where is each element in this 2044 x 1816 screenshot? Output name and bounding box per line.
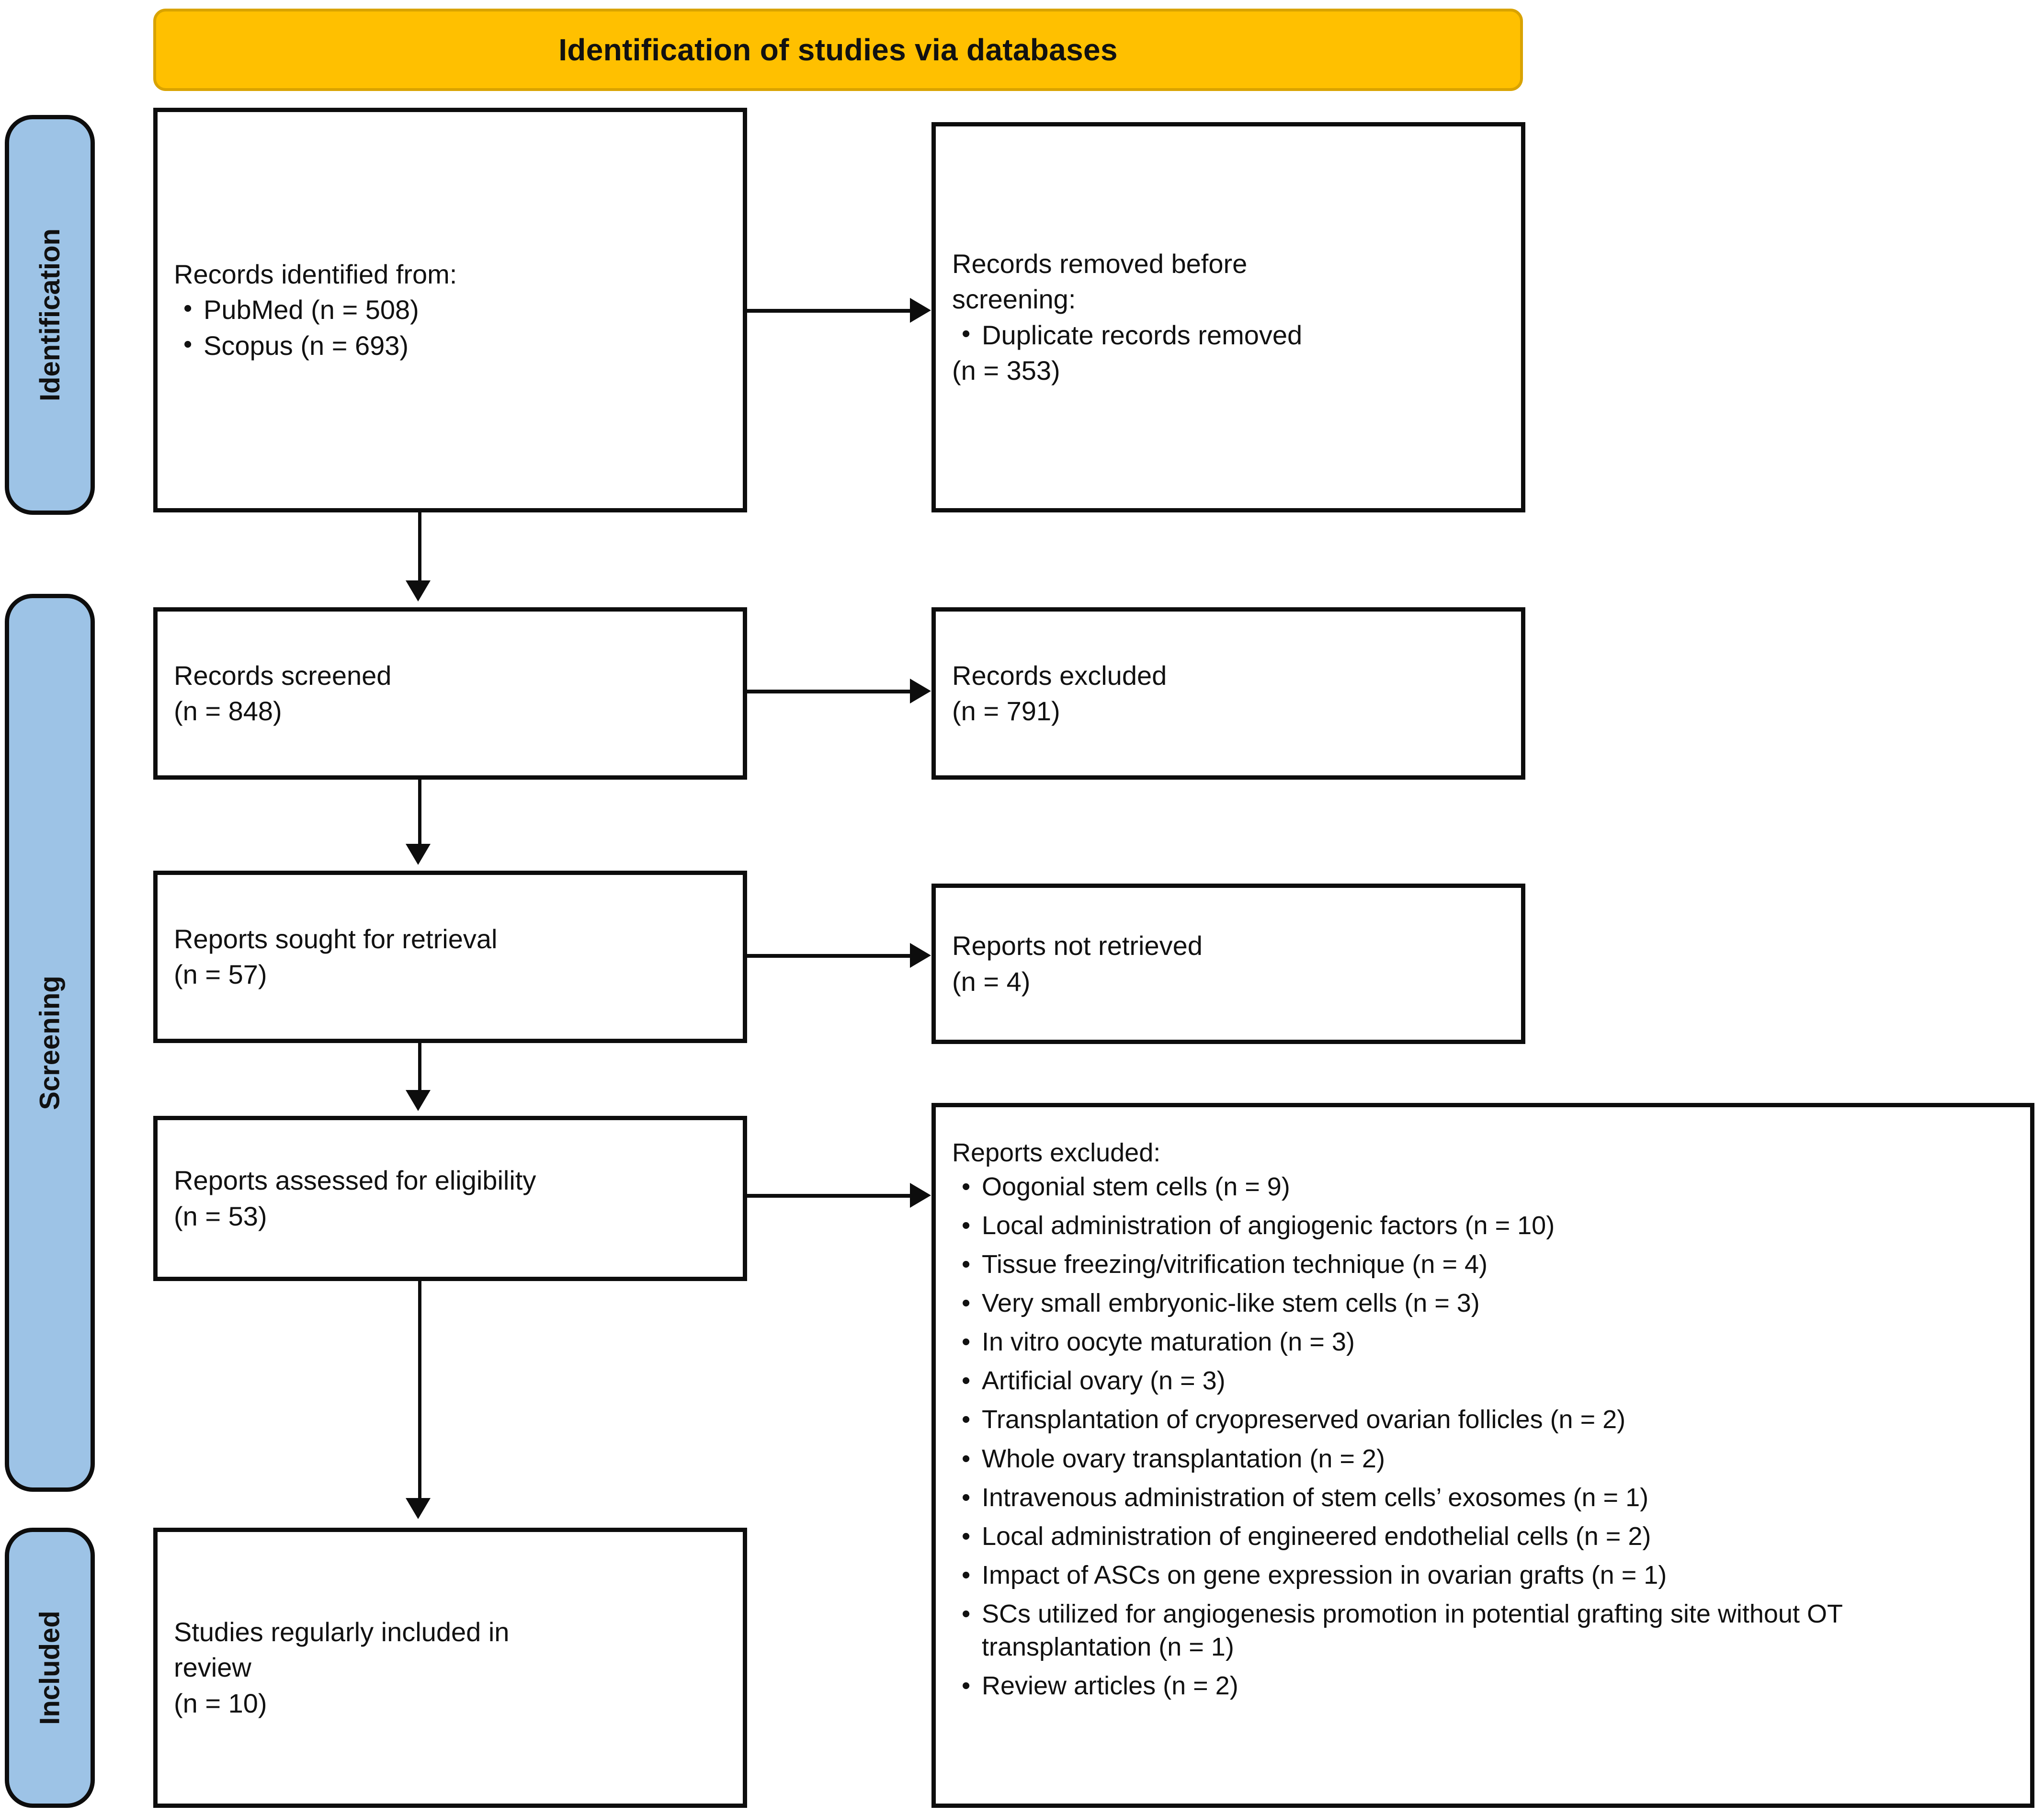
arrow-down-icon	[406, 580, 431, 602]
list-item: Very small embryonic-like stem cells (n …	[952, 1287, 2014, 1320]
records-excluded-count: (n = 791)	[952, 696, 1060, 726]
box-records-excluded: Records excluded (n = 791)	[931, 607, 1525, 780]
box-records-removed: Records removed before screening: Duplic…	[931, 122, 1525, 512]
list-item: Oogonial stem cells (n = 9)	[952, 1170, 2014, 1203]
list-item: Tissue freezing/vitrification technique …	[952, 1248, 2014, 1281]
list-item: Local administration of engineered endot…	[952, 1520, 2014, 1553]
stage-tab-included: Included	[5, 1528, 95, 1808]
banner-title: Identification of studies via databases	[558, 32, 1118, 67]
list-item: Review articles (n = 2)	[952, 1669, 2014, 1702]
connector-assessed-to-included	[418, 1281, 421, 1502]
stage-tab-screening-label: Screening	[34, 976, 66, 1110]
records-excluded-label: Records excluded	[952, 660, 1167, 691]
list-item: In vitro oocyte maturation (n = 3)	[952, 1326, 2014, 1359]
connector-assessed-to-reports-excluded	[747, 1194, 912, 1198]
box-reports-assessed: Reports assessed for eligibility (n = 53…	[153, 1116, 747, 1281]
reports-excluded-reason-list: Oogonial stem cells (n = 9) Local admini…	[952, 1170, 2014, 1709]
list-item: SCs utilized for angiogenesis promotion …	[952, 1598, 2014, 1664]
arrow-down-icon	[406, 1090, 431, 1111]
connector-identified-to-screened	[418, 512, 421, 587]
arrow-right-icon	[910, 1183, 931, 1208]
records-removed-heading-line2: screening:	[952, 284, 1076, 315]
box-reports-sought: Reports sought for retrieval (n = 57)	[153, 871, 747, 1043]
arrow-right-icon	[910, 298, 931, 323]
box-reports-not-retrieved: Reports not retrieved (n = 4)	[931, 884, 1525, 1044]
box-records-identified: Records identified from: PubMed (n = 508…	[153, 108, 747, 512]
list-item: Whole ovary transplantation (n = 2)	[952, 1442, 2014, 1476]
reports-not-retrieved-count: (n = 4)	[952, 966, 1031, 997]
connector-sought-to-assessed	[418, 1043, 421, 1095]
list-item: Scopus (n = 693)	[174, 328, 727, 363]
arrow-down-icon	[406, 1498, 431, 1519]
list-item: Transplantation of cryopreserved ovarian…	[952, 1403, 2014, 1436]
list-item: Impact of ASCs on gene expression in ova…	[952, 1559, 2014, 1592]
box-records-screened: Records screened (n = 848)	[153, 607, 747, 780]
records-screened-count: (n = 848)	[174, 696, 282, 726]
arrow-right-icon	[910, 943, 931, 968]
stage-tab-included-label: Included	[34, 1611, 66, 1725]
connector-screened-to-excluded	[747, 690, 912, 693]
box-reports-excluded-reasons: Reports excluded: Oogonial stem cells (n…	[931, 1103, 2034, 1808]
reports-sought-count: (n = 57)	[174, 959, 267, 989]
reports-assessed-label: Reports assessed for eligibility	[174, 1165, 536, 1196]
list-item: PubMed (n = 508)	[174, 292, 727, 328]
records-screened-label: Records screened	[174, 660, 392, 691]
studies-included-count: (n = 10)	[174, 1688, 267, 1718]
list-item: Duplicate records removed	[952, 318, 1505, 353]
arrow-down-icon	[406, 844, 431, 865]
studies-included-line1: Studies regularly included in	[174, 1616, 510, 1647]
list-item: Intravenous administration of stem cells…	[952, 1481, 2014, 1514]
reports-not-retrieved-label: Reports not retrieved	[952, 931, 1203, 961]
records-removed-count: (n = 353)	[952, 355, 1060, 386]
stage-tab-screening: Screening	[5, 594, 95, 1492]
reports-excluded-heading: Reports excluded:	[952, 1138, 1161, 1167]
arrow-right-icon	[910, 679, 931, 704]
reports-assessed-count: (n = 53)	[174, 1201, 267, 1231]
connector-sought-to-not-retrieved	[747, 954, 912, 958]
header-banner: Identification of studies via databases	[153, 9, 1523, 91]
box-studies-included: Studies regularly included in review (n …	[153, 1528, 747, 1808]
list-item: Local administration of angiogenic facto…	[952, 1209, 2014, 1242]
stage-tab-identification: Identification	[5, 115, 95, 515]
stage-tab-identification-label: Identification	[34, 228, 66, 401]
records-identified-source-list: PubMed (n = 508) Scopus (n = 693)	[174, 292, 727, 363]
studies-included-line2: review	[174, 1652, 251, 1683]
reports-sought-label: Reports sought for retrieval	[174, 923, 498, 954]
connector-identified-to-removed	[747, 309, 912, 313]
records-removed-heading-line1: Records removed before	[952, 248, 1248, 279]
records-identified-heading: Records identified from:	[174, 259, 457, 289]
connector-screened-to-sought	[418, 780, 421, 849]
records-removed-list: Duplicate records removed	[952, 318, 1505, 353]
list-item: Artificial ovary (n = 3)	[952, 1364, 2014, 1397]
